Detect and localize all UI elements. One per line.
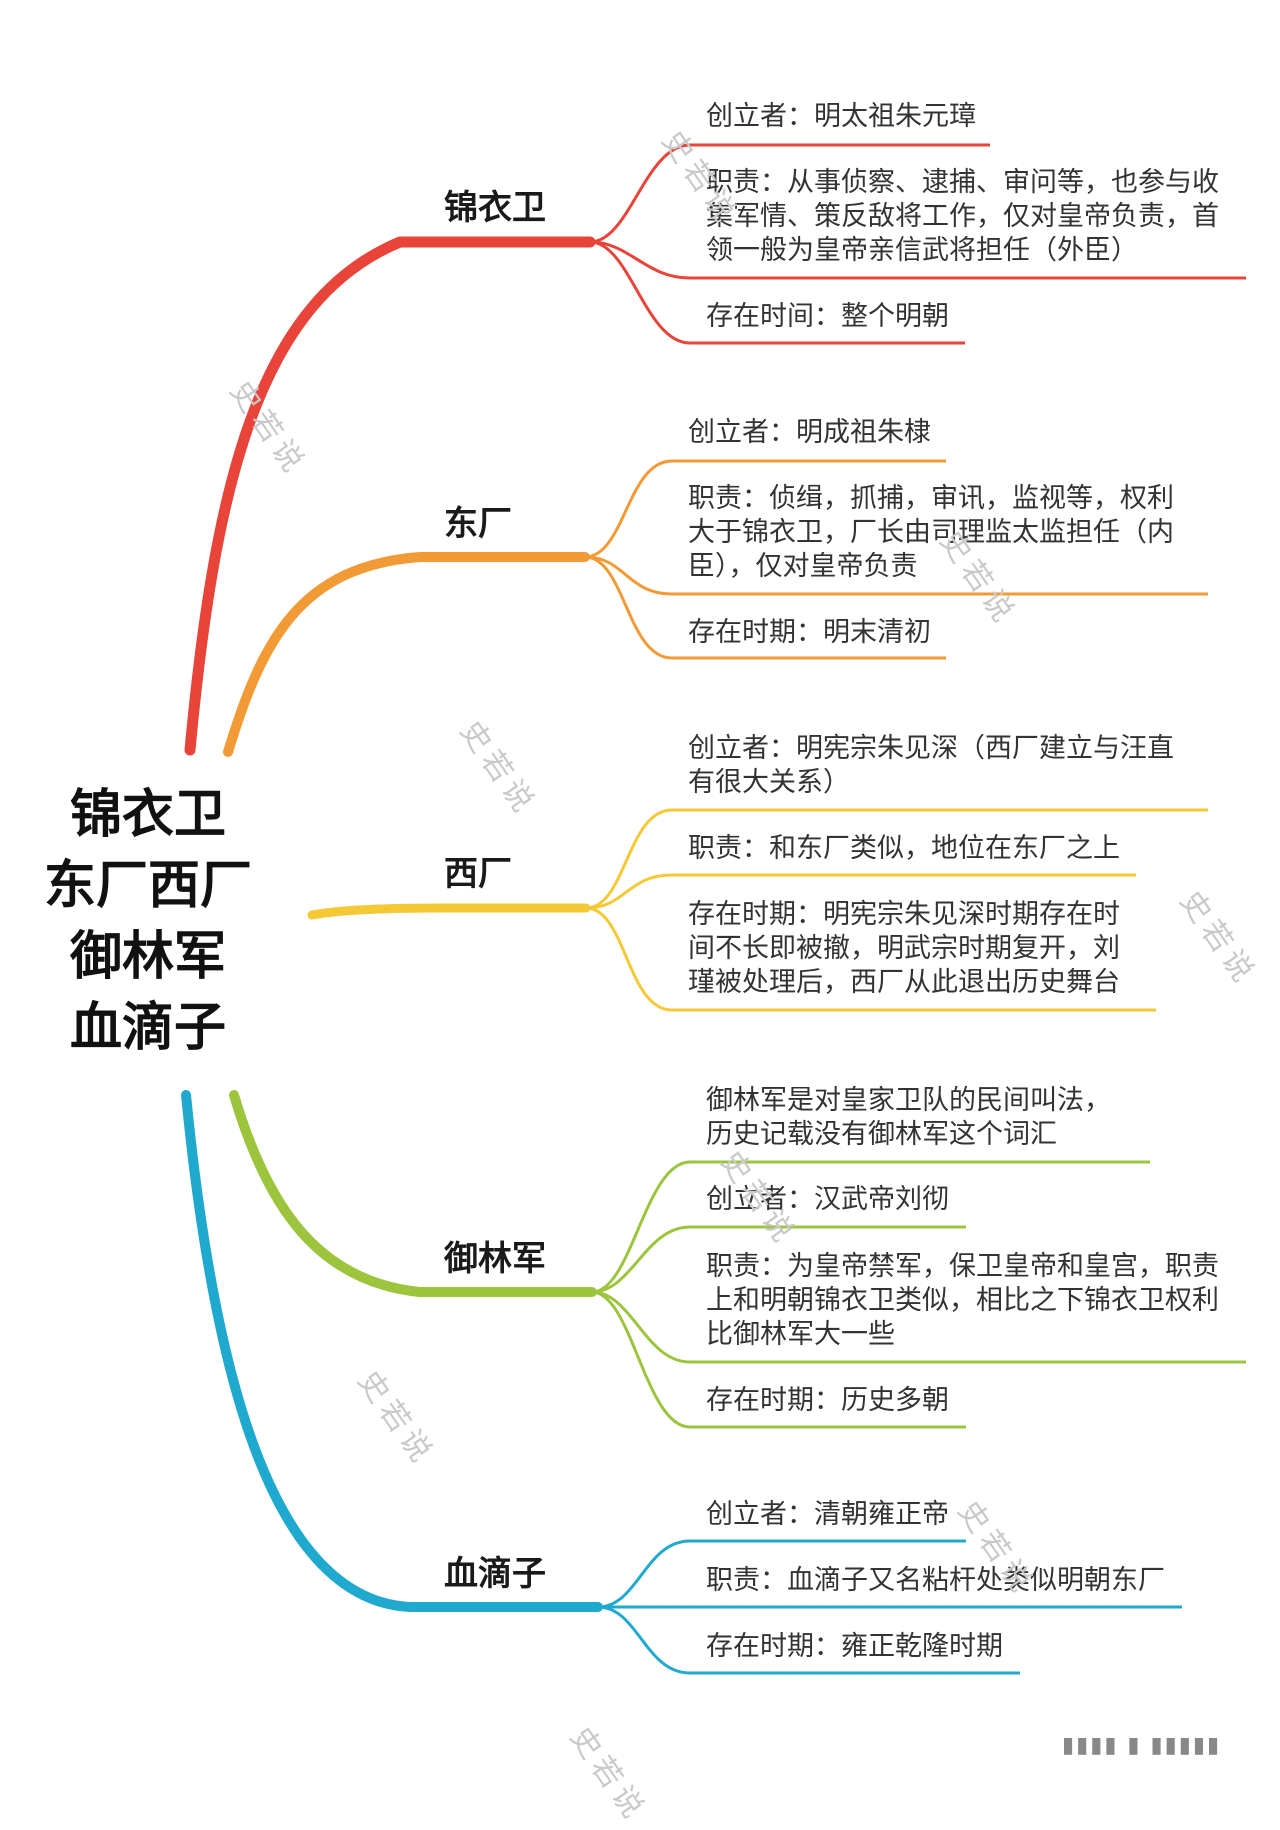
- leaf-connector-group: [584, 143, 1246, 1675]
- leaf-text: 创立者：明宪宗朱见深（西厂建立与汪直 有很大关系）: [688, 733, 1174, 798]
- leaf-connector-line: [589, 240, 1246, 280]
- corner-stamp-mark: ▮▮▮▮ ▮ ▮▮▮▮▮: [1062, 1733, 1222, 1758]
- leaf-connector-line: [589, 240, 965, 345]
- root-line: 东厂西厂: [43, 856, 252, 916]
- root-line: 御林军: [69, 927, 226, 987]
- leaf-connector-line: [585, 873, 1136, 910]
- mindmap-canvas: 锦衣卫 东厂西厂 御林军 血滴子 锦衣卫 创立者：明太祖朱元璋 职责：从事侦察、…: [28, 101, 1263, 1829]
- leaf-connector-line: [589, 143, 990, 244]
- leaf-text: 创立者：清朝雍正帝: [706, 1499, 949, 1530]
- leaf-text: 存在时期：明宪宗朱见深时期存在时 间不长即被撤，明武宗时期复开，刘 瑾被处理后，…: [688, 899, 1120, 998]
- leaf-connector-line: [591, 1290, 966, 1429]
- root-line: 锦衣卫: [69, 785, 226, 845]
- trunk-line-yulinjun: [229, 1090, 597, 1297]
- trunk-line-dongchang: [223, 552, 590, 757]
- leaf-connector-line: [597, 1605, 1020, 1675]
- leaf-connector-line: [584, 459, 946, 559]
- branch-label-jinyiwei: 锦衣卫: [444, 188, 546, 228]
- leaf-text: 存在时期：明末清初: [688, 617, 931, 648]
- leaf-connector-line: [597, 1539, 966, 1609]
- leaf-connector-line: [584, 555, 1208, 596]
- leaf-connector-line: [585, 906, 1156, 1012]
- leaf-connector-line: [584, 555, 946, 660]
- leaf-connector-line: [591, 1290, 1246, 1364]
- root-line: 血滴子: [69, 998, 226, 1058]
- leaf-connector-line: [591, 1160, 1150, 1294]
- leaf-connector-line: [591, 1225, 966, 1294]
- branch-label-yulinjun: 御林军: [444, 1239, 546, 1279]
- leaf-text: 创立者：明太祖朱元璋: [706, 101, 976, 132]
- leaf-text: 存在时间：整个明朝: [706, 301, 949, 332]
- leaf-text: 存在时期：雍正乾隆时期: [706, 1631, 1003, 1662]
- leaf-text: 御林军是对皇家卫队的民间叫法， 历史记载没有御林军这个词汇: [706, 1085, 1111, 1150]
- leaf-text: 职责：从事侦察、逮捕、审问等，也参与收 集军情、策反敌将工作，仅对皇帝负责，首 …: [706, 167, 1219, 266]
- leaf-text: 存在时期：历史多朝: [706, 1385, 949, 1416]
- leaf-text: 创立者：汉武帝刘彻: [706, 1184, 949, 1215]
- trunk-line-jinyiwei: [184, 236, 596, 756]
- branch-label-dongchang: 东厂: [444, 504, 512, 544]
- branch-label-xichang: 西厂: [444, 854, 512, 894]
- root-topic: 锦衣卫 东厂西厂 御林军 血滴子: [28, 780, 268, 1064]
- leaf-connector-line: [585, 808, 1208, 910]
- connector-lines: [181, 143, 1246, 1675]
- branch-label-xuedizi: 血滴子: [444, 1554, 546, 1594]
- leaf-text: 职责：和东厂类似，地位在东厂之上: [688, 833, 1120, 864]
- leaf-text: 职责：为皇帝禁军，保卫皇帝和皇宫，职责 上和明朝锦衣卫类似，相比之下锦衣卫权利 …: [706, 1251, 1219, 1350]
- leaf-text: 职责：侦缉，抓捕，审讯，监视等，权利 大于锦衣卫，厂长由司理监太监担任（内 臣）…: [688, 483, 1174, 582]
- leaf-text: 创立者：明成祖朱棣: [688, 417, 931, 448]
- trunk-line-xichang: [307, 903, 591, 920]
- trunk-line-xuedizi: [181, 1090, 603, 1612]
- leaf-text: 职责：血滴子又名粘杆处类似明朝东厂: [706, 1565, 1165, 1596]
